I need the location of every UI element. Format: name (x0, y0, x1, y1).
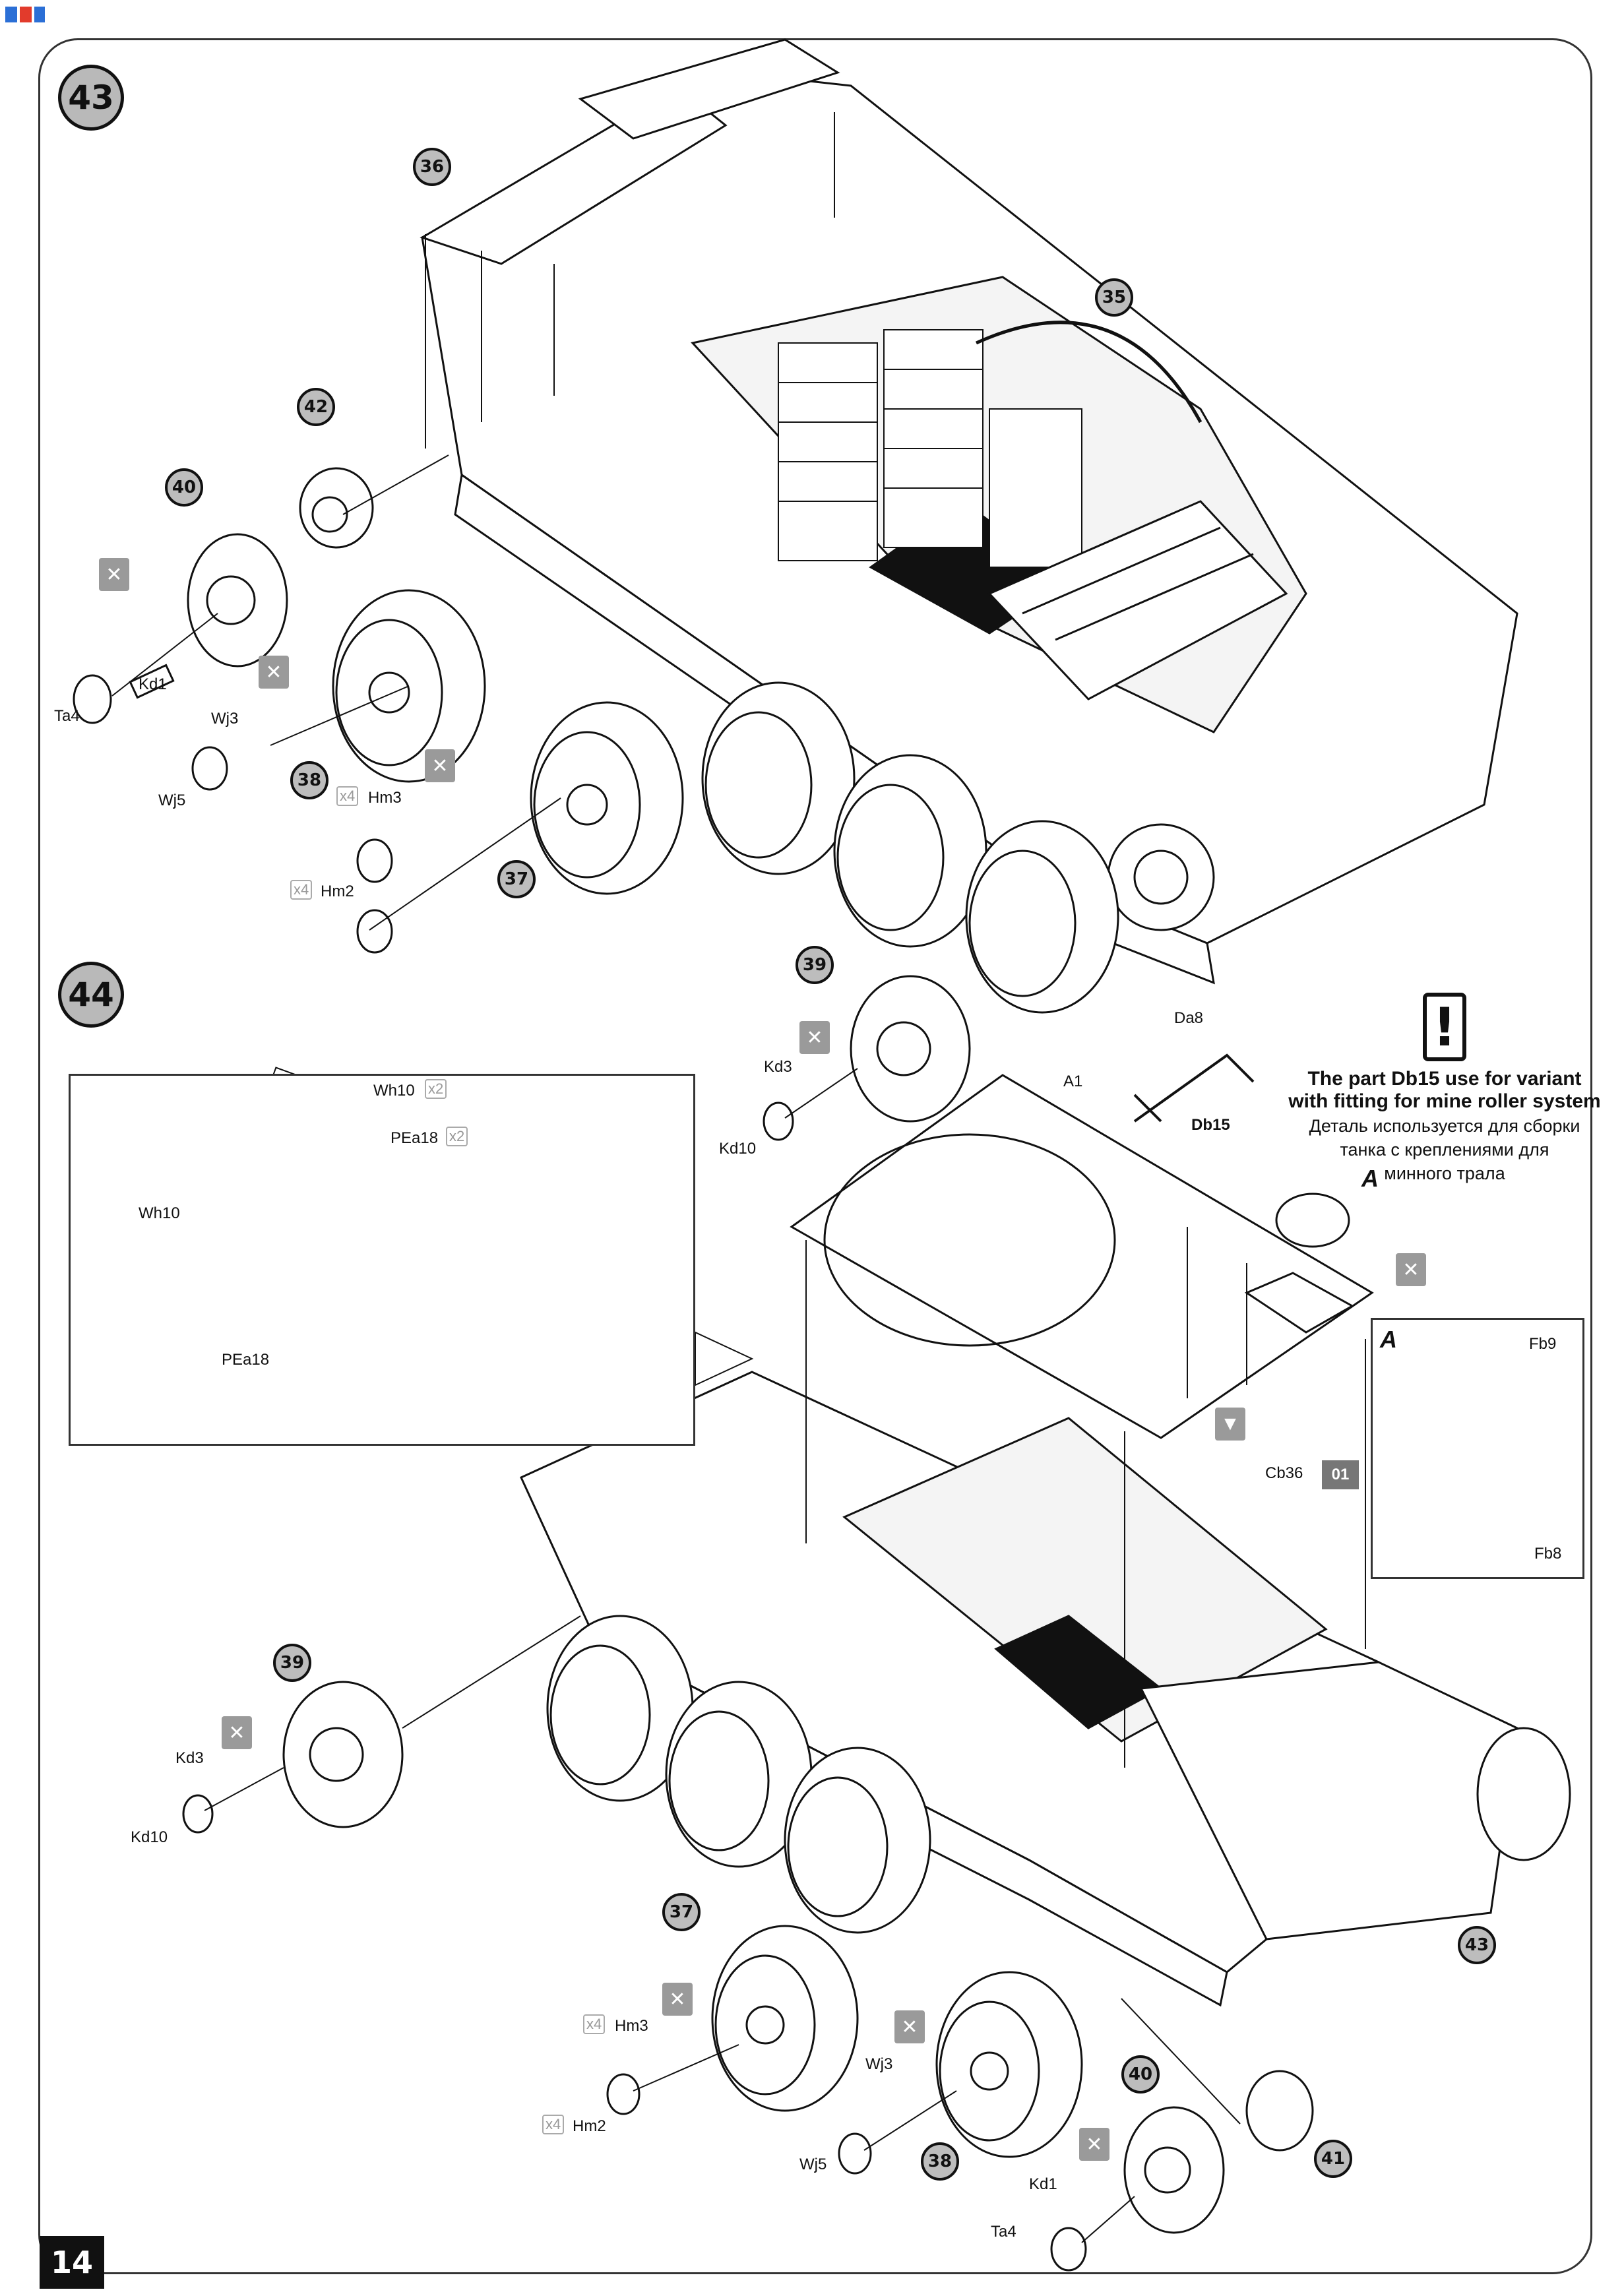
hull-step43 (420, 38, 1518, 985)
part-label-hm3: Hm3 (368, 789, 402, 807)
sprocket-parts-step43 (73, 454, 561, 954)
glue-icon: ✕ (662, 1983, 693, 2016)
callout-40: 40 (1121, 2055, 1160, 2094)
part-label-kd1: Kd1 (139, 675, 167, 693)
callout-41: 41 (1314, 2140, 1352, 2178)
callout-36: 36 (413, 148, 451, 186)
part-label-da8: Da8 (1174, 1009, 1204, 1027)
variant-note: ! The part Db15 use for variant with fit… (1286, 993, 1603, 1184)
glue-icon: ✕ (259, 656, 289, 689)
page-frame (38, 38, 1592, 2274)
part-label-db15: Db15 (1191, 1116, 1230, 1134)
inset-detail-frame (69, 1074, 695, 1446)
part-label-wj3: Wj3 (865, 2055, 893, 2073)
glue-icon: ✕ (1396, 1253, 1426, 1286)
part-label-kd10: Kd10 (131, 1828, 168, 1846)
road-wheels-step44 (546, 1615, 1571, 2158)
part-label-hm2: Hm2 (321, 883, 354, 900)
callout-40: 40 (165, 468, 203, 507)
step-number-43: 43 (58, 65, 124, 131)
callout-35: 35 (1095, 278, 1133, 317)
callout-43: 43 (1458, 1926, 1496, 1964)
part-label-wj5: Wj5 (799, 2156, 827, 2173)
callout-42: 42 (297, 388, 335, 426)
part-label-pea18: PEa18 (390, 1129, 439, 1147)
glue-icon: ✕ (425, 749, 455, 782)
quantity-badge: x2 (446, 1127, 468, 1146)
part-label-hm2: Hm2 (573, 2117, 606, 2135)
note-russian-line: Деталь используется для сборки (1309, 1116, 1580, 1136)
quantity-badge: x4 (336, 786, 359, 806)
part-label-kd3: Kd3 (764, 1058, 792, 1076)
sprocket-parts-step44 (182, 975, 1314, 2272)
callout-38: 38 (921, 2142, 959, 2181)
glue-icon: ✕ (99, 558, 129, 591)
part-label-ta4: Ta4 (54, 707, 80, 725)
callout-38: 38 (290, 761, 328, 799)
warning-icon: ! (1423, 993, 1466, 1061)
glue-icon: ✕ (222, 1716, 252, 1749)
quantity-badge: x4 (542, 2115, 565, 2134)
quantity-badge: x4 (290, 880, 313, 900)
part-label-hm3: Hm3 (615, 2017, 648, 2035)
part-label-a1: A1 (1063, 1072, 1083, 1090)
callout-37: 37 (662, 1893, 701, 1931)
part-label-wh10: Wh10 (139, 1204, 180, 1222)
note-russian-line: танка с креплениями для (1340, 1140, 1549, 1160)
quantity-badge: x4 (583, 2014, 606, 2034)
part-label-kd10: Kd10 (719, 1140, 757, 1158)
glue-icon: ✕ (1079, 2128, 1109, 2161)
variant-tag: 01 (1322, 1460, 1359, 1489)
part-label-fb9: Fb9 (1529, 1335, 1557, 1353)
detail-letter: A (1380, 1326, 1397, 1353)
part-label-kd1: Kd1 (1029, 2175, 1057, 2193)
part-label-cb36: Cb36 (1265, 1464, 1303, 1482)
quantity-badge: x2 (425, 1079, 447, 1099)
callout-39: 39 (796, 946, 834, 984)
callout-37: 37 (497, 860, 536, 898)
note-english-line: with fitting for mine roller system (1288, 1090, 1601, 1112)
glue-icon: ✕ (894, 2010, 925, 2043)
note-english-line: The part Db15 use for variant (1307, 1068, 1582, 1090)
part-label-wh10: Wh10 (373, 1082, 415, 1100)
road-wheels-step43 (332, 589, 1119, 1014)
callout-39: 39 (273, 1644, 311, 1682)
note-russian-line: минного трала (1384, 1164, 1505, 1183)
publisher-logo-icon (5, 7, 45, 22)
glue-icon: ✕ (799, 1021, 830, 1054)
part-label-wj3: Wj3 (211, 710, 239, 728)
part-label-fb8: Fb8 (1534, 1545, 1562, 1563)
cement-icon: ▼ (1215, 1408, 1245, 1441)
part-label-wj5: Wj5 (158, 791, 186, 809)
step-number-44: 44 (58, 962, 124, 1028)
part-label-kd3: Kd3 (175, 1749, 204, 1767)
detail-letter: A (1361, 1165, 1379, 1192)
part-label-ta4: Ta4 (991, 2223, 1016, 2241)
inset-a-frame (1371, 1318, 1584, 1579)
page-number: 14 (40, 2236, 104, 2289)
part-label-pea18: PEa18 (222, 1351, 270, 1369)
